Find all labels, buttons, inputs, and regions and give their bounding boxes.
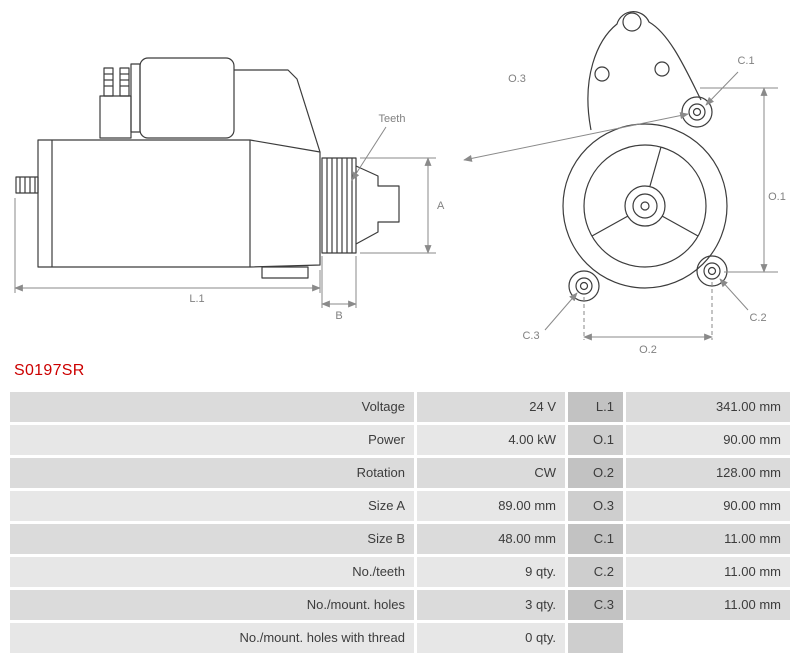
table-row: Rotation CW O.2 128.00 mm [10,458,790,488]
dim-code: C.2 [568,557,623,587]
table-row: Size A 89.00 mm O.3 90.00 mm [10,491,790,521]
spec-label: No./teeth [10,557,414,587]
spec-label: Voltage [10,392,414,422]
dim-code: C.1 [568,524,623,554]
dim-value: 90.00 mm [626,425,790,455]
spec-value: 48.00 mm [417,524,565,554]
table-row: Power 4.00 kW O.1 90.00 mm [10,425,790,455]
dim-label-c3: C.3 [522,330,539,342]
dim-value: 128.00 mm [626,458,790,488]
spec-label: Rotation [10,458,414,488]
starter-motor-drawing-svg: L.1 B A Teeth [14,11,786,356]
front-view-drawing [562,11,728,302]
part-number: S0197SR [14,362,85,379]
dim-label-o1: O.1 [768,191,786,203]
table-row: No./teeth 9 qty. C.2 11.00 mm [10,557,790,587]
spec-label: Size A [10,491,414,521]
dim-label-b: B [335,310,342,322]
technical-drawings: L.1 B A Teeth [14,11,786,356]
table-row: Size B 48.00 mm C.1 11.00 mm [10,524,790,554]
dim-label-o2: O.2 [639,344,657,356]
spec-value: 24 V [417,392,565,422]
spec-value: 0 qty. [417,623,565,653]
dim-label-o3: O.3 [508,73,526,85]
dim-code: O.2 [568,458,623,488]
spec-label: No./mount. holes with thread [10,623,414,653]
spec-value: 9 qty. [417,557,565,587]
side-view-drawing [15,57,400,279]
spec-label: Size B [10,524,414,554]
dim-code: O.1 [568,425,623,455]
teeth-label: Teeth [379,113,406,125]
spec-value: 3 qty. [417,590,565,620]
dim-value: 341.00 mm [626,392,790,422]
table-row: No./mount. holes 3 qty. C.3 11.00 mm [10,590,790,620]
dim-label-l1: L.1 [189,293,204,305]
dim-code [568,623,623,653]
spec-label: No./mount. holes [10,590,414,620]
dim-label-c1: C.1 [737,55,754,67]
table-row: Voltage 24 V L.1 341.00 mm [10,392,790,422]
dim-code: C.3 [568,590,623,620]
front-view-dimension-lines [463,71,778,341]
dim-label-c2: C.2 [749,312,766,324]
dim-value: 11.00 mm [626,557,790,587]
dim-value [626,623,790,653]
side-view-dimension-lines [14,126,436,308]
dim-label-a: A [437,200,445,212]
spec-label: Power [10,425,414,455]
spec-value: 4.00 kW [417,425,565,455]
spec-table: Voltage 24 V L.1 341.00 mm Power 4.00 kW… [10,392,790,653]
table-row: No./mount. holes with thread 0 qty. [10,623,790,653]
dim-value: 11.00 mm [626,590,790,620]
spec-value: CW [417,458,565,488]
dim-value: 90.00 mm [626,491,790,521]
dim-value: 11.00 mm [626,524,790,554]
spec-value: 89.00 mm [417,491,565,521]
dim-code: L.1 [568,392,623,422]
dim-code: O.3 [568,491,623,521]
